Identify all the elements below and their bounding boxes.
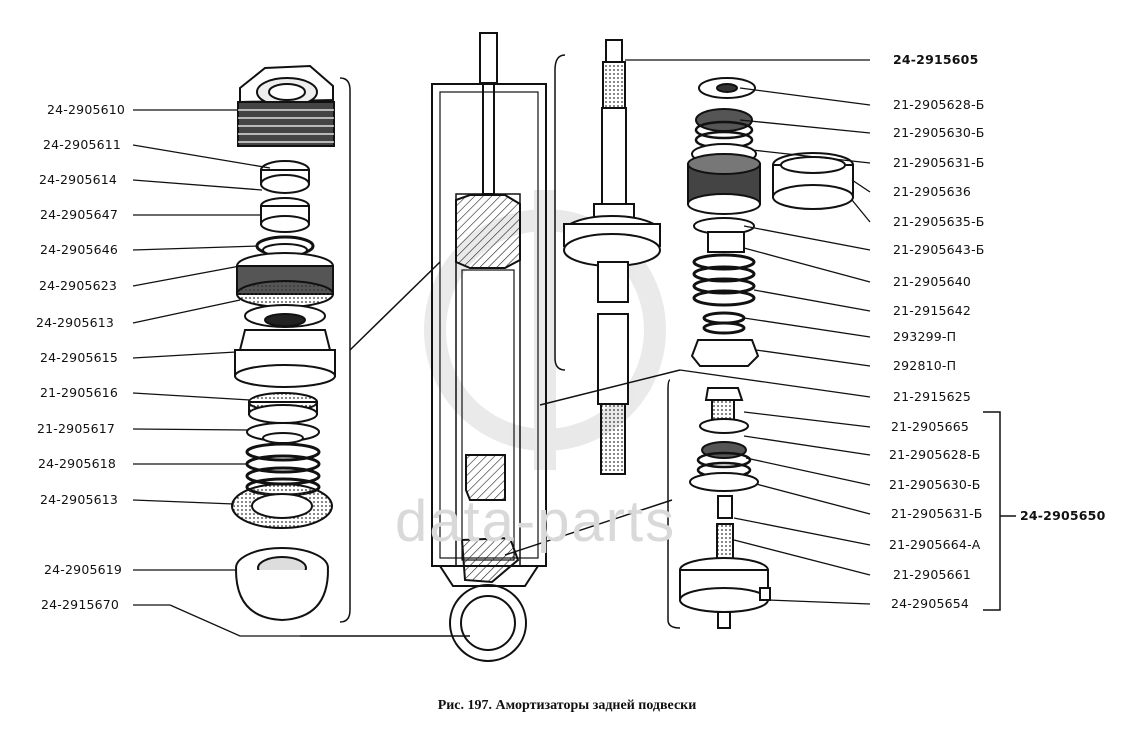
part-label: 292810-П [893, 358, 957, 373]
part-label: 24-2905654 [891, 596, 970, 611]
part-label: 24-2905623 [39, 278, 118, 293]
center-section-view [300, 32, 547, 662]
part-label: 21-2905616 [40, 385, 119, 400]
leader-lines [132, 59, 871, 637]
part-label: 21-2905640 [893, 274, 972, 289]
left-exploded-stack [231, 64, 351, 623]
part-label: 24-2905611 [43, 137, 122, 152]
part-label: 24-2905647 [40, 207, 119, 222]
part-label: 21-2915625 [893, 389, 972, 404]
piston-rod [504, 39, 681, 629]
watermark-text: data-parts [395, 489, 677, 554]
part-label: 21-2905661 [893, 567, 972, 582]
part-label: 21-2905631-Б [891, 506, 983, 521]
part-label: 21-2905635-Б [893, 214, 985, 229]
part-label: 24-2905613 [36, 315, 115, 330]
part-label: 24-2905613 [40, 492, 119, 507]
assembly-group-label: 24-2905650 [1020, 508, 1106, 523]
part-label: 21-2905630-Б [893, 125, 985, 140]
part-label: 293299-П [893, 329, 957, 344]
part-label: 24-2905610 [47, 102, 126, 117]
part-label: 24-2905619 [44, 562, 123, 577]
part-label: 24-2905618 [38, 456, 117, 471]
right-upper-stack [687, 77, 854, 367]
part-label: 21-2905664-А [889, 537, 981, 552]
part-label: 21-2905617 [37, 421, 116, 436]
right-lower-stack [679, 387, 1016, 629]
part-label: 21-2905665 [891, 419, 970, 434]
part-label: 24-2905614 [39, 172, 118, 187]
part-label: 21-2905631-Б [893, 155, 985, 170]
part-label: 21-2905628-Б [893, 97, 985, 112]
part-label: 21-2905628-Б [889, 447, 981, 462]
part-label: 21-2905636 [893, 184, 972, 199]
part-label: 24-2915670 [41, 597, 120, 612]
part-label: 21-2905643-Б [893, 242, 985, 257]
part-label: 21-2915642 [893, 303, 972, 318]
part-label: 24-2905615 [40, 350, 119, 365]
part-label: 21-2905630-Б [889, 477, 981, 492]
figure-caption: Рис. 197. Амортизаторы задней подвески [437, 698, 697, 713]
part-label: 24-2915605 [893, 52, 979, 67]
part-label: 24-2905646 [40, 242, 119, 257]
